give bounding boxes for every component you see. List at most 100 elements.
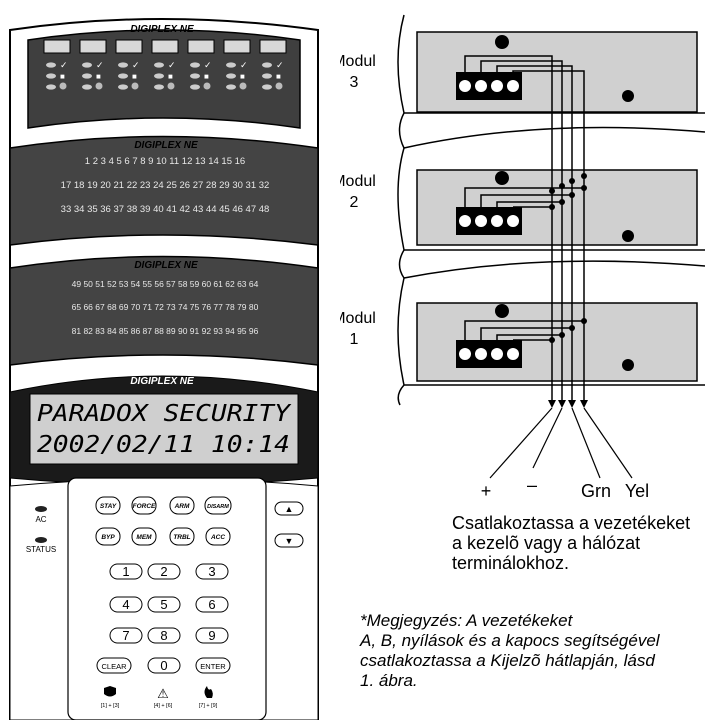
wiring-caption-line-3: terminálokhoz. — [452, 553, 570, 573]
key-3-label: 3 — [208, 564, 215, 579]
note-line-2: A, B, nyílások és a kapocs segítségével — [360, 631, 660, 650]
module-3-label-line1: Modul — [340, 53, 376, 70]
wire-label-minus: – — [527, 475, 537, 495]
svg-text:✓: ✓ — [204, 60, 212, 70]
disarm-key[interactable] — [204, 496, 232, 515]
bus-wires — [464, 55, 585, 400]
module-1-hole-a — [495, 304, 509, 318]
key-2-label: 2 — [160, 564, 167, 579]
key-2[interactable] — [147, 563, 181, 580]
lcd-line-1: PARADOX SECURITY — [37, 401, 292, 427]
byp-key-label: BYP — [101, 534, 115, 541]
key-7[interactable] — [109, 627, 143, 644]
stay-key-label: STAY — [100, 503, 117, 510]
key-9[interactable] — [195, 627, 229, 644]
arrow-down-key[interactable] — [274, 533, 304, 548]
wire-junctions — [549, 173, 587, 343]
wiring-diagram: Modul 3 Modul 2 Modul 1 — [340, 14, 705, 501]
ac-led — [35, 506, 47, 512]
note-line-3: csatlakoztassa a Kijelzõ hátlapján, lásd — [360, 651, 655, 670]
key-4-label: 4 — [122, 597, 129, 612]
brand-logo-lcd: DIGIPLEX NE — [130, 376, 194, 387]
partition-columns: ✓ ■ ✓ ■ ✓ ■ ✓ ■ ✓ ■ — [43, 39, 287, 90]
status-led — [35, 537, 47, 543]
key-5-label: 5 — [160, 597, 167, 612]
svg-text:■: ■ — [60, 72, 65, 81]
key-5[interactable] — [147, 596, 181, 613]
zone-row-6: 81 82 83 84 85 86 87 88 89 90 91 92 93 9… — [72, 326, 259, 336]
svg-text:■: ■ — [132, 72, 137, 81]
force-key-label: FORCE — [133, 503, 156, 510]
key-0[interactable] — [147, 657, 181, 674]
panic-label-2: [4] + [6] — [154, 703, 173, 709]
note-line-4: 1. ábra. — [360, 671, 418, 690]
module-2-label-line2: 2 — [350, 194, 359, 211]
force-key[interactable] — [131, 496, 157, 515]
zone-row-3: 33 34 35 36 37 38 39 40 41 42 43 44 45 4… — [61, 204, 270, 215]
key-3[interactable] — [195, 563, 229, 580]
key-1-label: 1 — [122, 564, 129, 579]
brand-logo-top: DIGIPLEX NE — [130, 24, 194, 35]
wiring-caption-line-2: a kezelõ vagy a hálózat — [452, 533, 641, 553]
svg-text:✓: ✓ — [276, 60, 284, 70]
acc-key[interactable] — [205, 527, 231, 546]
arm-key[interactable] — [169, 496, 195, 515]
key-6[interactable] — [195, 596, 229, 613]
arrow-up-icon: ▲ — [285, 504, 294, 514]
svg-text:✓: ✓ — [168, 60, 176, 70]
svg-text:✓: ✓ — [60, 60, 68, 70]
key-6-label: 6 — [208, 597, 215, 612]
module-1-terminal — [456, 340, 522, 368]
svg-text:✓: ✓ — [132, 60, 140, 70]
key-8[interactable] — [147, 627, 181, 644]
module-3-hole-a — [495, 35, 509, 49]
svg-text:■: ■ — [276, 72, 281, 81]
module-3-label-line2: 3 — [350, 74, 359, 91]
wiring-caption-line-1: Csatlakoztassa a vezetékeket — [452, 513, 691, 533]
lcd-screen — [29, 393, 299, 465]
partition-column-1: ✓ ■ — [43, 39, 71, 90]
lcd-line-2: 2002/02/11 10:14 — [37, 432, 290, 458]
partition-column-3: ✓ ■ — [115, 39, 143, 90]
clear-key-label: CLEAR — [101, 662, 127, 671]
zone-panel-1 — [9, 135, 319, 246]
wiring-caption: Csatlakoztassa a vezetékeket a kezelõ va… — [452, 513, 705, 573]
key-8-label: 8 — [160, 628, 167, 643]
key-4[interactable] — [109, 596, 143, 613]
module-1-label-line1: Modul — [340, 310, 376, 327]
wire-label-grn: Grn — [581, 481, 611, 501]
enter-key[interactable] — [195, 657, 231, 674]
panic-label-3: [7] + [9] — [199, 703, 218, 709]
disarm-key-label: DISARM — [207, 504, 229, 510]
svg-text:■: ■ — [168, 72, 173, 81]
zone-row-4: 49 50 51 52 53 54 55 56 57 58 59 60 61 6… — [72, 279, 259, 289]
partition-column-2: ✓ ■ — [79, 39, 107, 90]
wire-arrows — [548, 400, 588, 408]
svg-text:✓: ✓ — [240, 60, 248, 70]
module-3-terminal — [456, 72, 522, 100]
module-2-hole-b — [622, 230, 634, 242]
svg-text:■: ■ — [204, 72, 209, 81]
clear-key[interactable] — [96, 657, 132, 674]
mem-key-label: MEM — [136, 534, 152, 541]
partition-column-6: ✓ ■ — [223, 39, 251, 90]
svg-text:✓: ✓ — [96, 60, 104, 70]
module-2-hole-a — [495, 171, 509, 185]
byp-key[interactable] — [95, 527, 121, 546]
acc-key-label: ACC — [210, 534, 225, 541]
stay-key[interactable] — [95, 496, 121, 515]
status-label: STATUS — [26, 545, 56, 554]
arrow-up-key[interactable] — [274, 501, 304, 516]
trbl-key[interactable] — [169, 527, 195, 546]
mem-key[interactable] — [131, 527, 157, 546]
key-0-label: 0 — [160, 658, 167, 673]
key-1[interactable] — [109, 563, 143, 580]
zone-row-2: 17 18 19 20 21 22 23 24 25 26 27 28 29 3… — [61, 180, 270, 191]
warning-triangle-icon: ⚠ — [157, 686, 169, 701]
wire-leads — [489, 407, 633, 479]
module-3-hole-b — [622, 90, 634, 102]
arrow-down-icon: ▼ — [285, 536, 294, 546]
keypad-illustration: DIGIPLEX NE ✓ ■ ✓ ■ ✓ ■ ✓ ■ ✓ — [9, 18, 319, 720]
partition-column-5: ✓ ■ — [187, 39, 215, 90]
zone-row-1: 1 2 3 4 5 6 7 8 9 10 11 12 13 14 15 16 — [85, 156, 245, 167]
